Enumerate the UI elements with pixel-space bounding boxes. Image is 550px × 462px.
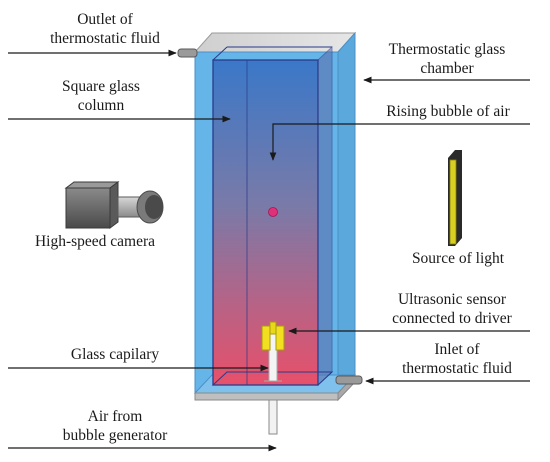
label-inlet-line1: Inlet of xyxy=(434,341,480,358)
label-camera: High-speed camera xyxy=(35,233,155,250)
inlet-tube xyxy=(335,375,363,385)
label-inlet-line2: thermostatic fluid xyxy=(402,360,512,377)
column-edge-top-left xyxy=(212,46,228,61)
high-speed-camera xyxy=(64,181,164,229)
chamber-base xyxy=(194,392,339,401)
label-sensor-line2: connected to driver xyxy=(392,310,512,327)
camera-top xyxy=(64,181,120,189)
air-supply-tube xyxy=(268,399,278,435)
label-chamber-line2: chamber xyxy=(420,60,474,77)
label-outlet-line1: Outlet of xyxy=(77,11,133,28)
label-sensor-line1: Ultrasonic sensor xyxy=(398,291,507,308)
sensor-plate-center xyxy=(269,321,277,335)
camera-side xyxy=(109,181,119,229)
column-side-face xyxy=(317,45,333,387)
air-bubble xyxy=(268,207,278,217)
camera-lens-glass xyxy=(145,195,163,219)
label-capilary: Glass capilary xyxy=(71,346,159,363)
label-air-line1: Air from xyxy=(88,408,143,425)
ultrasonic-sensor xyxy=(261,321,285,351)
label-light: Source of light xyxy=(412,250,505,267)
label-air-line2: bubble generator xyxy=(63,427,168,444)
label-bubble: Rising bubble of air xyxy=(386,103,510,120)
chamber-side-face xyxy=(337,31,356,395)
column-bottom-edge xyxy=(211,371,334,386)
sensor-plate-left xyxy=(261,325,271,351)
sensor-plate-right xyxy=(275,325,285,351)
label-column-line2: column xyxy=(78,97,125,114)
label-chamber-line1: Thermostatic glass xyxy=(389,41,506,58)
label-column-line1: Square glass xyxy=(62,78,140,95)
light-source xyxy=(448,150,462,246)
bubble-arrow xyxy=(269,123,530,161)
outlet-tube xyxy=(177,48,198,58)
light-panel xyxy=(449,159,457,245)
label-outlet-line2: thermostatic fluid xyxy=(50,30,160,47)
camera-body xyxy=(65,187,111,229)
